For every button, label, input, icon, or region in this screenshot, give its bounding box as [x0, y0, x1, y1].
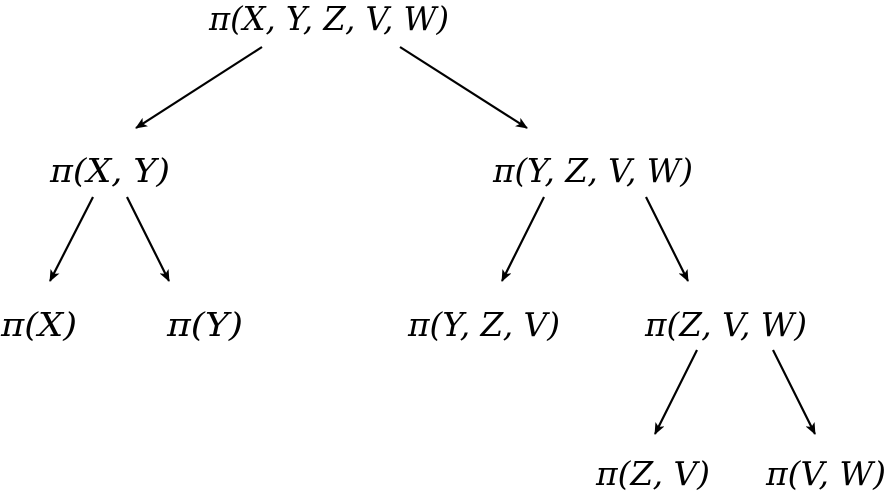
edge-root-to-yzvw: [399, 46, 528, 129]
node-zv-label: π(Z, V): [595, 454, 710, 493]
node-zvw-label: π(Z, V, W): [644, 305, 807, 344]
node-yzv-label: π(Y, Z, V): [407, 305, 560, 344]
node-xy-label: π(X, Y): [49, 151, 170, 190]
node-y-label: π(Y): [166, 305, 243, 344]
node-x-label: π(X): [0, 305, 77, 344]
edge-xy-to-y: [126, 196, 170, 282]
node-vw-label: π(V, W): [765, 454, 886, 493]
edge-xy-to-x: [49, 196, 94, 282]
node-yzvw-label: π(Y, Z, V, W): [492, 151, 693, 190]
edge-root-to-xy: [135, 46, 263, 129]
edge-zvw-to-vw: [772, 349, 816, 435]
edge-yzvw-to-yzv: [501, 196, 545, 282]
node-root-label: π(X, Y, Z, V, W): [208, 0, 449, 38]
edge-yzvw-to-zvw: [645, 196, 689, 282]
edges: [49, 46, 816, 435]
edge-zvw-to-zv: [654, 349, 698, 435]
